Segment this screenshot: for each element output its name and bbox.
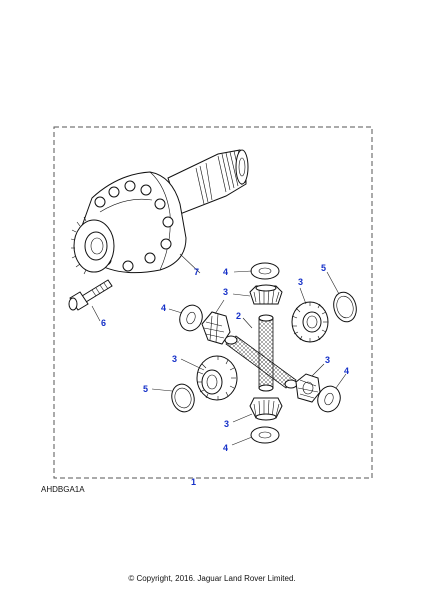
leader-lines: [91, 253, 347, 446]
pinion-gear-left[interactable]: [201, 311, 231, 345]
thrust-washer-bottom[interactable]: [250, 426, 280, 444]
drawing-code: AHDBGA1A: [41, 485, 85, 494]
shim-top-right[interactable]: [330, 290, 359, 325]
callout-shim-top-right: 5: [321, 263, 326, 273]
copyright-notice: © Copyright, 2016. Jaguar Land Rover Lim…: [128, 574, 296, 583]
differential-case[interactable]: [70, 149, 249, 275]
shim-left[interactable]: [169, 382, 197, 415]
callout-case: 7: [194, 267, 199, 277]
thrust-washer-right[interactable]: [314, 383, 344, 415]
side-gear-left[interactable]: [196, 355, 238, 401]
callout-washer-bottom: 4: [223, 443, 228, 453]
cross-shafts[interactable]: [224, 314, 298, 392]
callout-gear-right-small: 3: [325, 355, 330, 365]
callout-washer-top: 4: [223, 267, 228, 277]
thrust-washer-left[interactable]: [176, 302, 206, 334]
callout-shim-left: 5: [143, 384, 148, 394]
callout-washer-left: 4: [161, 303, 166, 313]
pinion-gear-right[interactable]: [295, 373, 321, 403]
pinion-gear-bottom[interactable]: [249, 397, 283, 421]
callout-gear-top-right: 3: [298, 277, 303, 287]
pinion-gear-top[interactable]: [249, 284, 283, 305]
kit-boundary: [53, 126, 373, 479]
callout-labels: 7 6 4 3 4 2 3 5 3 3 4 5 3 4 1: [101, 263, 349, 487]
bolt[interactable]: [68, 279, 113, 311]
callout-gear-large-left: 3: [172, 354, 177, 364]
callout-washer-right: 4: [344, 366, 349, 376]
callout-shaft: 2: [236, 311, 241, 321]
callout-gear-bottom: 3: [224, 419, 229, 429]
thrust-washer-top[interactable]: [250, 262, 280, 280]
side-gear-right[interactable]: [291, 301, 329, 343]
callout-gear-top-center: 3: [223, 287, 228, 297]
callout-kit: 1: [191, 477, 196, 487]
callout-bolt: 6: [101, 318, 106, 328]
